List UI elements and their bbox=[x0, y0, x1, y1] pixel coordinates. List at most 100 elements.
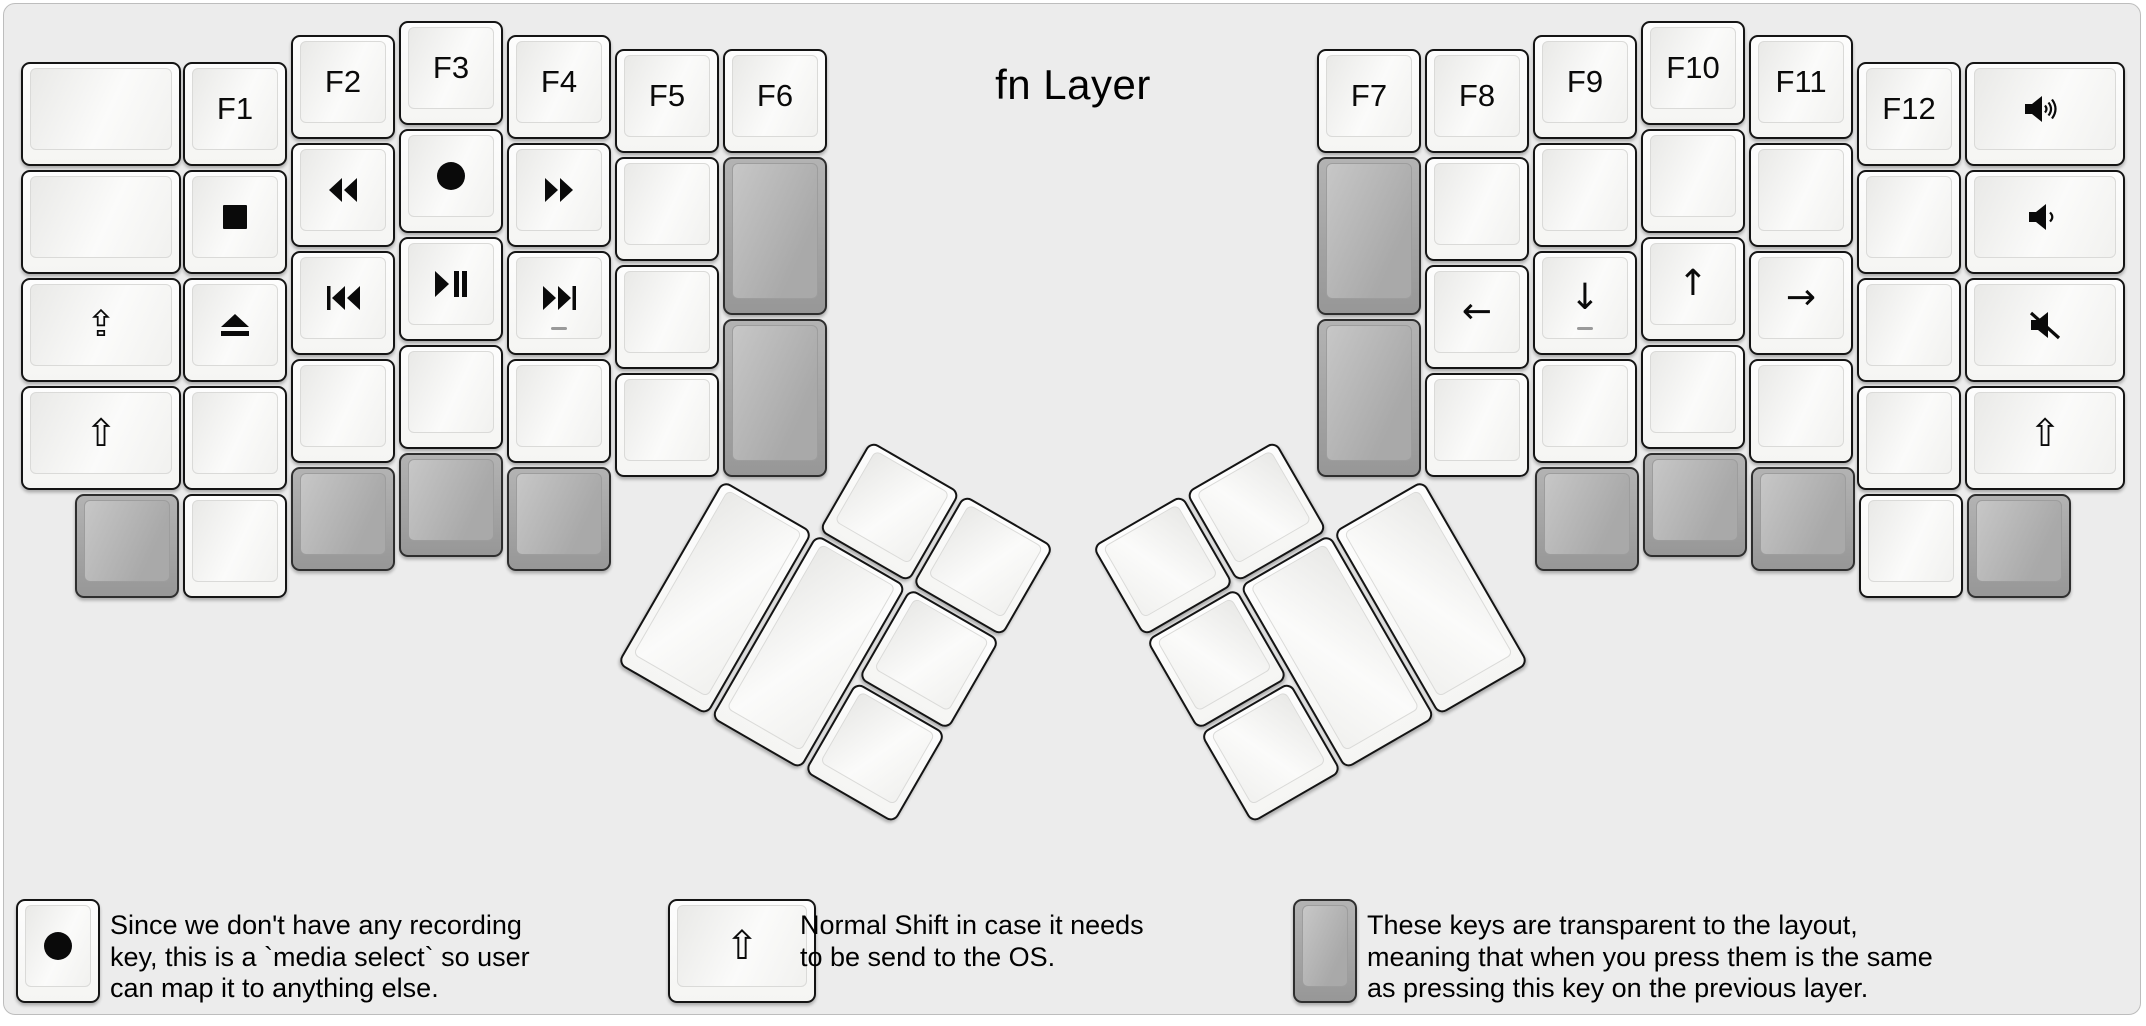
key-f4[interactable]: F4 bbox=[507, 35, 611, 139]
legend-text-shift: Normal Shift in case it needs to be send… bbox=[800, 910, 1144, 972]
key-blank[interactable] bbox=[507, 359, 611, 463]
key-transparent[interactable] bbox=[399, 453, 503, 557]
key-volume-up[interactable] bbox=[1965, 62, 2125, 166]
key-shift-right[interactable]: ⇧ bbox=[1965, 386, 2125, 490]
key-next-track[interactable] bbox=[507, 251, 611, 355]
key-transparent[interactable] bbox=[1967, 494, 2071, 598]
key-rewind[interactable] bbox=[291, 143, 395, 247]
legend-key-record bbox=[16, 899, 100, 1003]
key-blank[interactable] bbox=[1857, 170, 1961, 274]
key-transparent[interactable] bbox=[1643, 453, 1747, 557]
vol-down-icon bbox=[2029, 202, 2061, 232]
key-blank[interactable] bbox=[1857, 386, 1961, 490]
key-blank[interactable] bbox=[1749, 143, 1853, 247]
homing-bar bbox=[551, 327, 567, 330]
key-label: F10 bbox=[1666, 50, 1720, 85]
key-f11[interactable]: F11 bbox=[1749, 35, 1853, 139]
key-label: F11 bbox=[1775, 64, 1827, 99]
legend-text-transparent: These keys are transparent to the layout… bbox=[1367, 910, 1933, 1003]
key-blank[interactable] bbox=[21, 62, 181, 166]
key-f6[interactable]: F6 bbox=[723, 49, 827, 153]
key-blank[interactable] bbox=[1425, 373, 1529, 477]
key-label: F3 bbox=[432, 50, 470, 85]
key-label: F8 bbox=[1458, 78, 1496, 113]
key-caps[interactable]: ⇪ bbox=[21, 278, 181, 382]
key-shift-left[interactable]: ⇧ bbox=[21, 386, 181, 490]
shift-icon: ⇧ bbox=[725, 926, 759, 966]
key-f10[interactable]: F10 bbox=[1641, 21, 1745, 125]
key-transparent[interactable] bbox=[291, 467, 395, 571]
shift-icon: ⇧ bbox=[85, 411, 117, 455]
legend-key-shift: ⇧ bbox=[668, 899, 816, 1003]
key-blank[interactable] bbox=[1749, 359, 1853, 463]
key-blank[interactable] bbox=[1641, 129, 1745, 233]
key-blank[interactable] bbox=[615, 265, 719, 369]
key-mute[interactable] bbox=[1965, 278, 2125, 382]
key-label: F4 bbox=[540, 64, 578, 99]
record-icon bbox=[43, 931, 73, 961]
key-blank[interactable] bbox=[1859, 494, 1963, 598]
legend-key-transparent bbox=[1293, 899, 1357, 1003]
key-f8[interactable]: F8 bbox=[1425, 49, 1529, 153]
key-f5[interactable]: F5 bbox=[615, 49, 719, 153]
key-record[interactable] bbox=[399, 129, 503, 233]
key-volume-down[interactable] bbox=[1965, 170, 2125, 274]
key-f12[interactable]: F12 bbox=[1857, 62, 1961, 166]
eject-icon bbox=[221, 313, 249, 337]
key-arrow-up[interactable]: ↑ bbox=[1641, 237, 1745, 341]
stop-icon bbox=[223, 205, 247, 229]
key-f9[interactable]: F9 bbox=[1533, 35, 1637, 139]
key-f2[interactable]: F2 bbox=[291, 35, 395, 139]
shift-icon: ⇧ bbox=[725, 923, 759, 969]
shift-bar-icon: ⇪ bbox=[85, 304, 117, 345]
next-icon bbox=[542, 285, 576, 311]
key-transparent[interactable] bbox=[1751, 467, 1855, 571]
key-blank[interactable] bbox=[183, 494, 287, 598]
key-transparent[interactable] bbox=[723, 157, 827, 315]
key-arrow-down[interactable]: ↓ bbox=[1533, 251, 1637, 355]
key-blank[interactable] bbox=[615, 157, 719, 261]
key-blank[interactable] bbox=[1425, 157, 1529, 261]
key-arrow-right[interactable]: → bbox=[1749, 251, 1853, 355]
mute-icon bbox=[2028, 309, 2062, 341]
key-arrow-left[interactable]: ← bbox=[1425, 265, 1529, 369]
key-blank[interactable] bbox=[615, 373, 719, 477]
key-transparent[interactable] bbox=[1317, 157, 1421, 315]
key-blank[interactable] bbox=[21, 170, 181, 274]
record-icon bbox=[43, 931, 73, 961]
key-f7[interactable]: F7 bbox=[1317, 49, 1421, 153]
ffwd-icon bbox=[544, 177, 574, 203]
key-f1[interactable]: F1 bbox=[183, 62, 287, 166]
key-play-pause[interactable] bbox=[399, 237, 503, 341]
key-blank[interactable] bbox=[183, 386, 287, 490]
key-blank[interactable] bbox=[1533, 143, 1637, 247]
shift-icon: ⇧ bbox=[2029, 411, 2061, 455]
prev-icon bbox=[326, 285, 360, 311]
key-label: F5 bbox=[648, 78, 686, 113]
key-transparent[interactable] bbox=[507, 467, 611, 571]
key-transparent[interactable] bbox=[723, 319, 827, 477]
key-label: F6 bbox=[756, 78, 794, 113]
key-prev-track[interactable] bbox=[291, 251, 395, 355]
key-transparent[interactable] bbox=[1535, 467, 1639, 571]
key-f3[interactable]: F3 bbox=[399, 21, 503, 125]
arrow-left-icon: ← bbox=[1461, 291, 1493, 332]
key-eject[interactable] bbox=[183, 278, 287, 382]
rewind-icon bbox=[328, 177, 358, 203]
vol-up-icon bbox=[2025, 94, 2065, 124]
key-blank[interactable] bbox=[291, 359, 395, 463]
key-transparent[interactable] bbox=[75, 494, 179, 598]
key-stop[interactable] bbox=[183, 170, 287, 274]
key-transparent[interactable] bbox=[1317, 319, 1421, 477]
homing-bar bbox=[1577, 327, 1593, 330]
playpause-icon bbox=[435, 270, 467, 298]
key-blank[interactable] bbox=[1857, 278, 1961, 382]
arrow-up-icon: ↑ bbox=[1677, 263, 1709, 304]
key-blank[interactable] bbox=[1641, 345, 1745, 449]
key-label: F7 bbox=[1350, 78, 1388, 113]
key-blank[interactable] bbox=[1533, 359, 1637, 463]
key-label: F2 bbox=[324, 64, 362, 99]
key-fast-forward[interactable] bbox=[507, 143, 611, 247]
key-blank[interactable] bbox=[399, 345, 503, 449]
key-label: F9 bbox=[1566, 64, 1604, 99]
